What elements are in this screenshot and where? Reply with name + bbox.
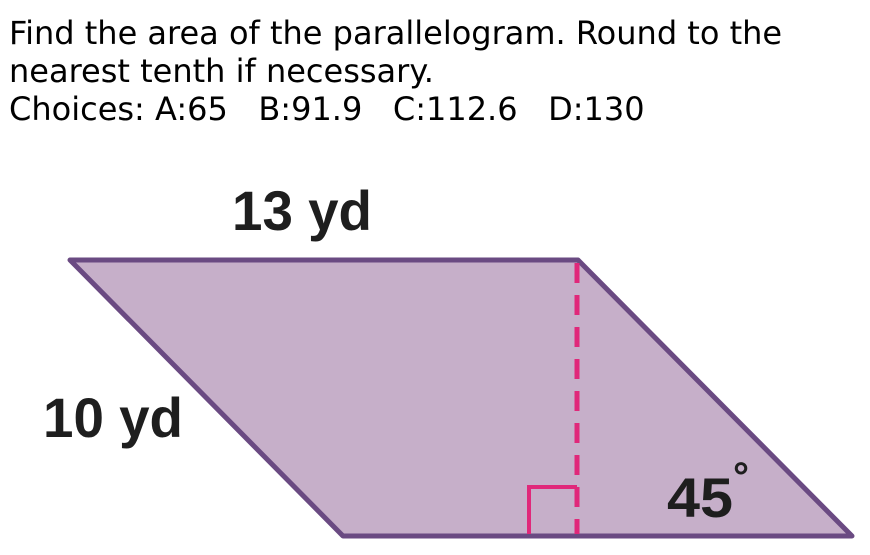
answer-choices: Choices: A:65 B:91.9 C:112.6 D:130 <box>9 90 645 128</box>
slant-side-label: 10 yd <box>43 386 183 449</box>
degree-symbol: ° <box>733 455 749 499</box>
question-text: Find the area of the parallelogram. Roun… <box>9 14 859 128</box>
top-side-label: 13 yd <box>232 179 372 242</box>
question-line-2: nearest tenth if necessary. <box>9 52 434 90</box>
parallelogram-shape <box>67 257 855 539</box>
question-line-1: Find the area of the parallelogram. Roun… <box>9 14 783 52</box>
right-angle-marker <box>527 485 577 534</box>
angle-label: 45 <box>667 466 733 529</box>
